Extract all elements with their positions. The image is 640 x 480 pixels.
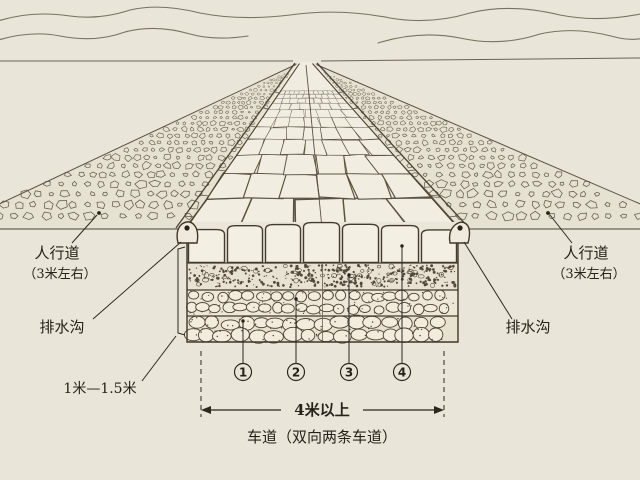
leader-sidewalk-left [71,214,98,244]
right-curb-outer-line [316,62,470,229]
label-depth-range: 1米—1.5米 [63,381,136,397]
left-sidewalk-texture [0,73,289,221]
layer-marker-2-circle [286,362,306,382]
depth-bracket [177,246,186,336]
right-sidewalk-surface [315,64,640,229]
section-outline [186,231,459,343]
sidewalk-outer-edges [0,63,640,205]
leader-drain-right [463,241,513,320]
leader-lines [71,214,573,382]
leader-dot-layer-4 [400,244,404,248]
road-paving-stones [185,90,460,230]
left-curb-inner-line [185,63,300,230]
label-width-dimension: 4米以上 [294,401,349,419]
cross-section [183,221,459,344]
layer-marker-3: 3 [345,366,353,380]
left-sidewalk-edge [0,63,298,205]
layer4-stone-texture [183,314,446,344]
label-sidewalk-left-note: （3米左右） [23,267,96,282]
mountain-ridges [0,6,640,44]
layer3-stone-texture [186,289,454,316]
layer-marker-1-circle [233,362,253,382]
layer-marker-4-circle [392,362,412,382]
mountain-ridge-left [0,27,249,41]
dimension-lines [200,351,445,417]
label-sidewalk-right-note: （3米左右） [552,267,625,282]
leader-dot-layer-1 [241,319,245,323]
curb-joint-ticks [184,91,458,218]
layer1-paving-slabs [187,221,458,264]
curb-stones [176,221,471,244]
mountain-ridge-top [0,6,640,22]
dimension-arrow-right [434,406,444,414]
leader-depth-range [141,335,177,382]
right-sidewalk-texture [322,72,640,222]
left-curb-stone [176,221,199,244]
right-sidewalk-edge [314,63,640,205]
mountain-ridge-right [377,30,640,44]
right-curb-inner-line [312,63,460,230]
leader-dot-sidewalk-left [97,211,101,215]
layer-marker-2: 2 [292,366,300,380]
dimension-arrow-left [201,406,211,414]
road-center-joint [305,64,323,229]
leader-dot-layer-2 [294,297,298,301]
label-sidewalk-right: 人行道 [563,244,608,262]
label-lane-caption: 车道（双向两条车道） [247,428,397,446]
layer2-gravel-texture [188,263,457,289]
leader-sidewalk-right [549,214,573,244]
layer-marker-3-circle [339,362,359,382]
layer-marker-1: 1 [239,366,247,380]
leader-dot-sidewalk-right [546,211,550,215]
label-drain-left: 排水沟 [39,318,84,336]
layer-marker-4: 4 [398,366,406,380]
layer-markers: 1 2 3 4 [233,362,412,382]
right-curb-stone [448,221,471,244]
label-drain-right: 排水沟 [505,318,550,336]
left-curb-outer-line [175,62,296,229]
label-sidewalk-left: 人行道 [34,244,79,262]
left-sidewalk-surface [0,64,297,229]
horizon-right [320,57,640,62]
road-curb-lines [175,62,470,230]
right-curb-dot [457,225,463,231]
leader-dot-layer-3 [347,273,351,277]
leader-drain-left [92,241,182,320]
horizon-line [0,57,640,62]
leader-dots [97,211,550,323]
left-curb-dot [184,225,190,231]
